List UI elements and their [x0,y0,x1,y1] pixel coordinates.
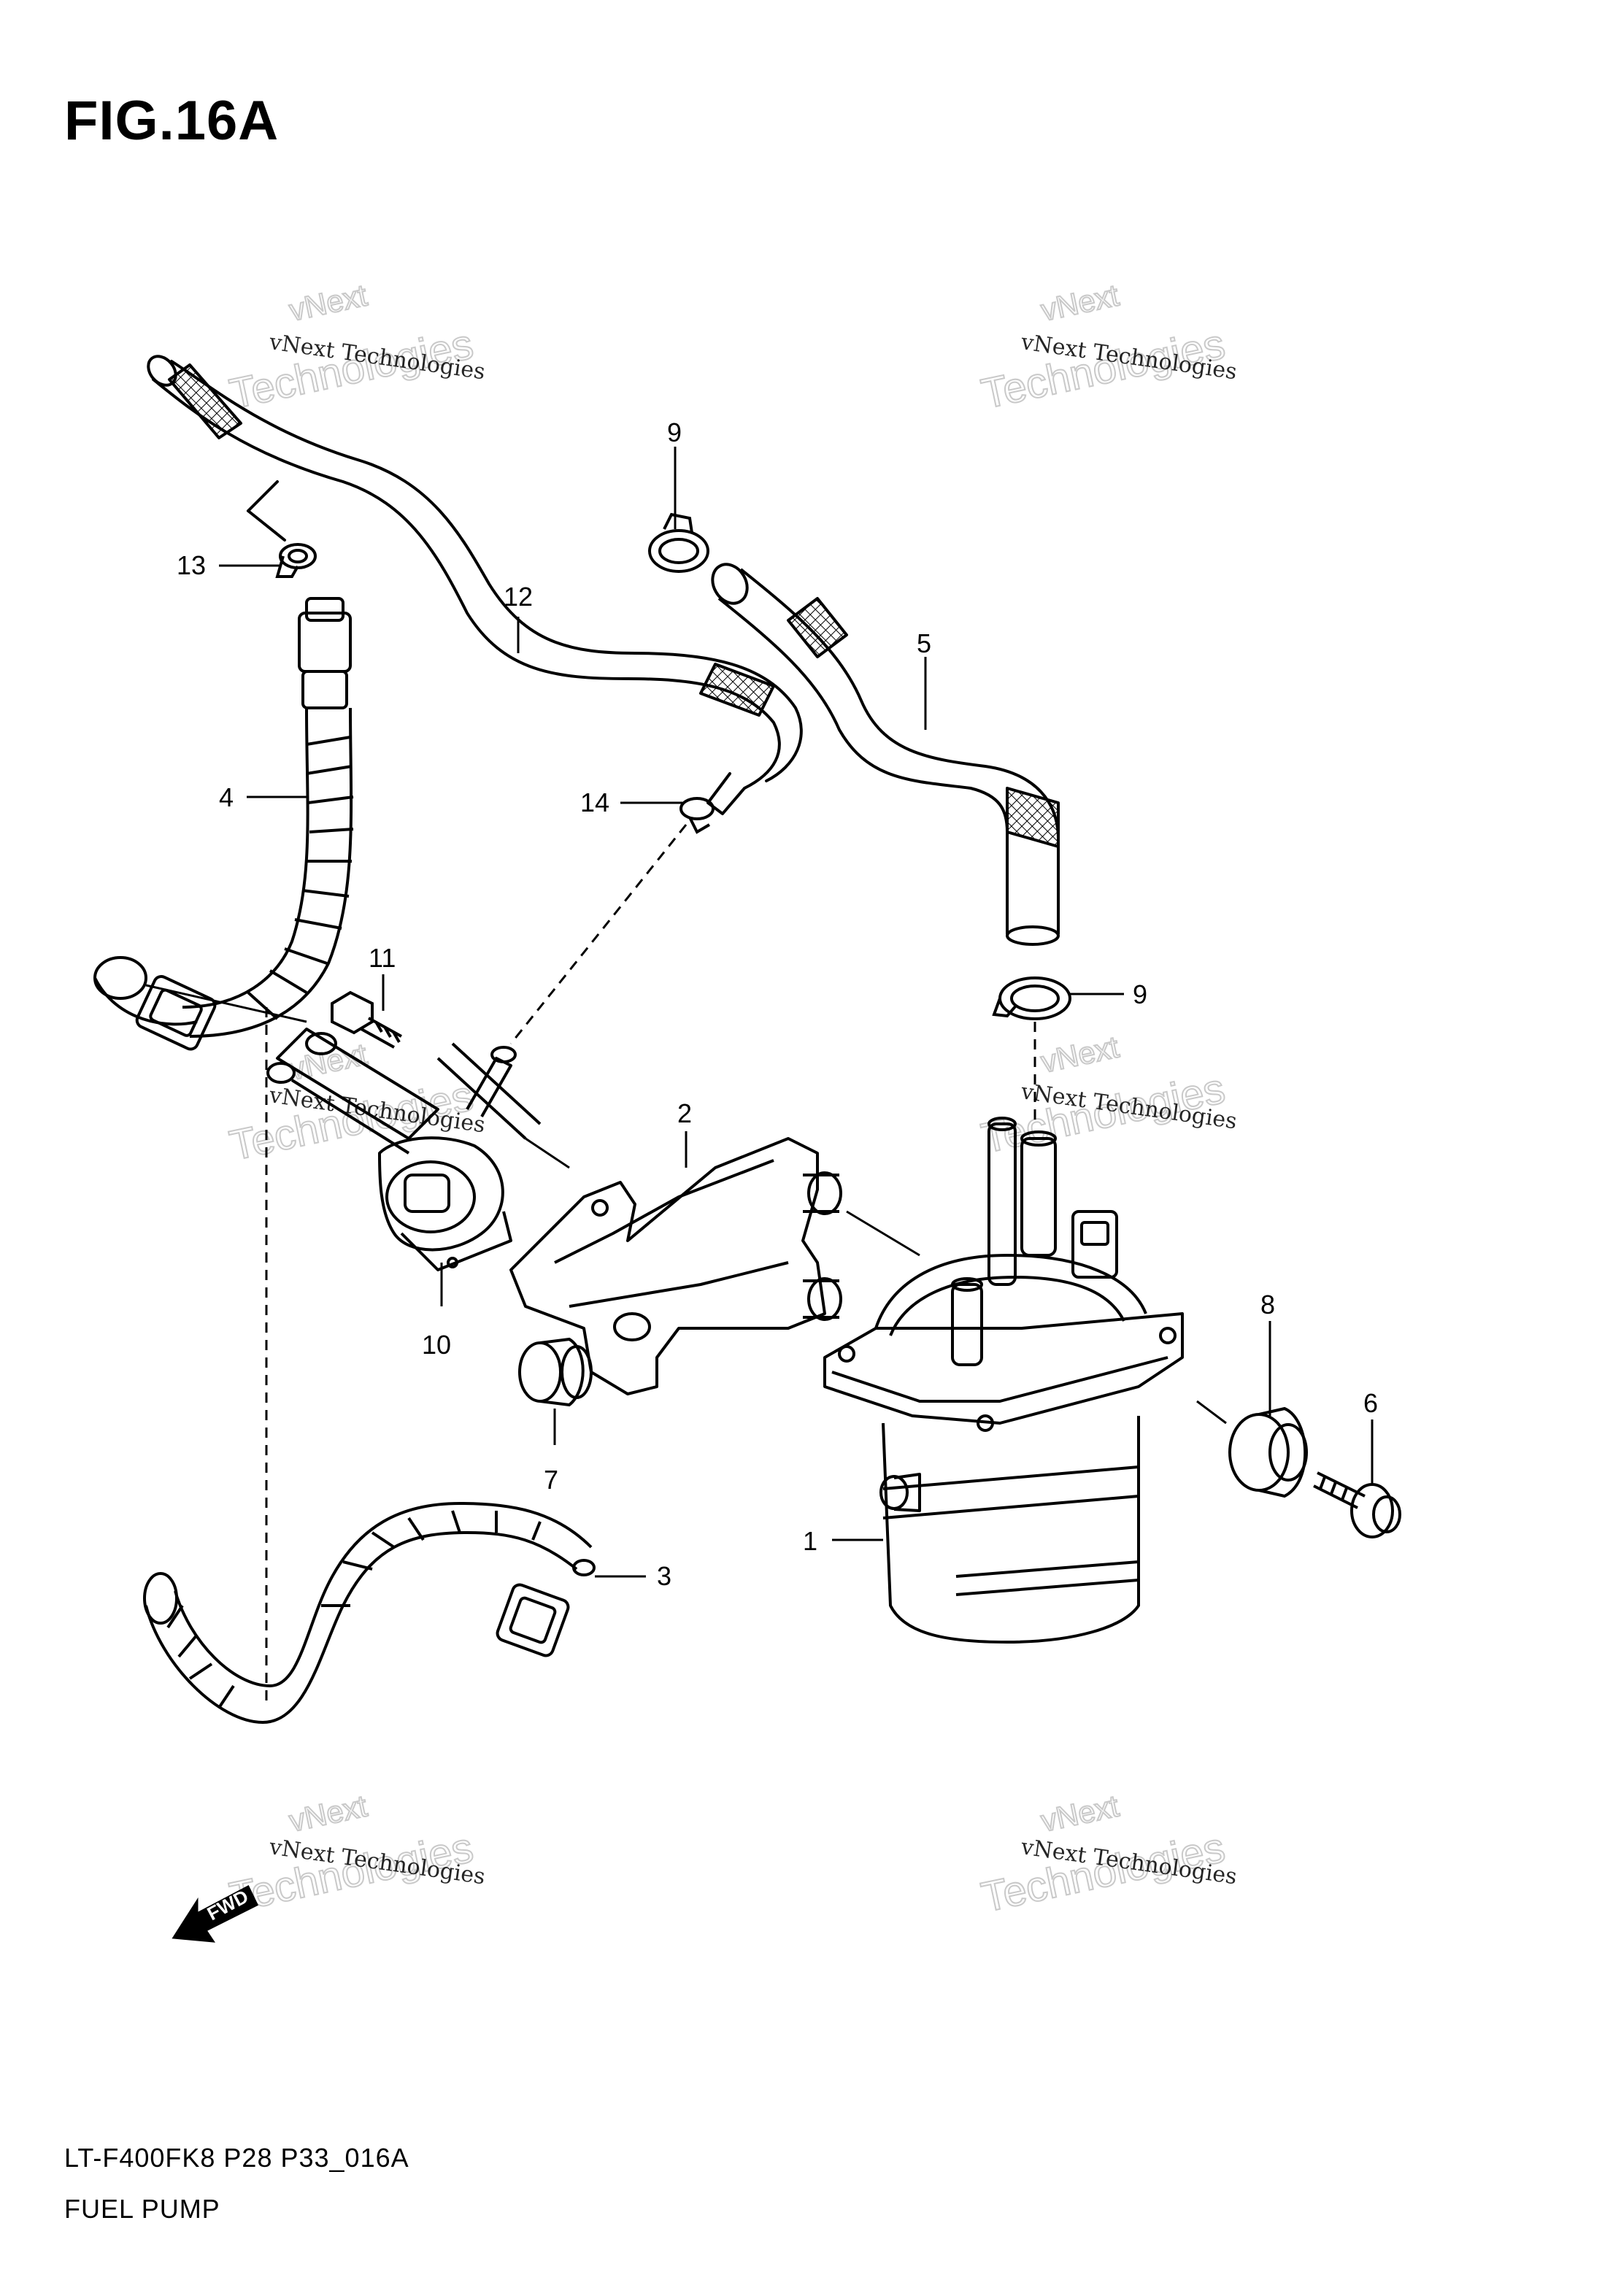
part-9-clamp-lower [992,976,1071,1020]
part-11-bolt [331,990,402,1049]
part-7-grommet [518,1337,593,1407]
watermark-bottom-left: vNext Technologies vNext Technologies [225,1787,487,1922]
part-13-clamp [275,543,317,578]
svg-text:vNext: vNext [1038,1788,1122,1838]
callout-9-lower: 9 [1133,979,1147,1009]
callout-4: 4 [219,782,234,812]
callout-14: 14 [580,787,609,817]
part-4-hose [93,597,354,1051]
svg-text:vNext: vNext [286,277,370,327]
svg-text:vNext: vNext [1038,277,1122,327]
part-14-clamp [679,797,715,834]
figure-title: FIG.16A [64,90,280,152]
part-9-clamp-upper [648,512,709,573]
callout-5: 5 [917,628,931,658]
part-2-bracket [509,1137,842,1395]
callout-11: 11 [369,943,396,973]
callout-3: 3 [657,1561,671,1591]
callout-6: 6 [1363,1388,1378,1418]
callout-13: 13 [177,550,206,580]
callout-9-upper: 9 [667,417,682,447]
callout-12: 12 [504,582,533,612]
callout-7: 7 [544,1465,558,1495]
part-10-valve [266,1028,542,1271]
svg-text:vNext: vNext [1038,1029,1122,1079]
callout-1: 1 [803,1526,817,1556]
dashed-guides [265,824,1036,1708]
figure-code: LT-F400FK8 P28 P33_016A [64,2143,409,2173]
callout-8: 8 [1260,1290,1275,1320]
callout-10: 10 [422,1330,451,1360]
watermark-middle-left: vNext Technologies vNext Technologies [225,1036,487,1170]
part-8-grommet [1228,1406,1308,1498]
connector-lines [145,984,1227,1425]
watermark-top-left: vNext Technologies vNext Technologies [225,277,487,418]
figure-name: FUEL PUMP [64,2194,220,2224]
part-6-screw [1313,1471,1401,1538]
svg-text:vNext: vNext [286,1788,370,1838]
callout-leaders [219,447,1374,1578]
watermark-bottom-right: vNext Technologies vNext Technologies [977,1787,1239,1922]
part-3-hose [143,1502,596,1724]
callout-2: 2 [677,1098,692,1128]
watermark-top-right: vNext Technologies vNext Technologies [977,277,1239,418]
part-5-hose [711,563,1060,946]
part-12-hose [147,355,803,815]
part-1-fuel-pump [823,1117,1184,1644]
